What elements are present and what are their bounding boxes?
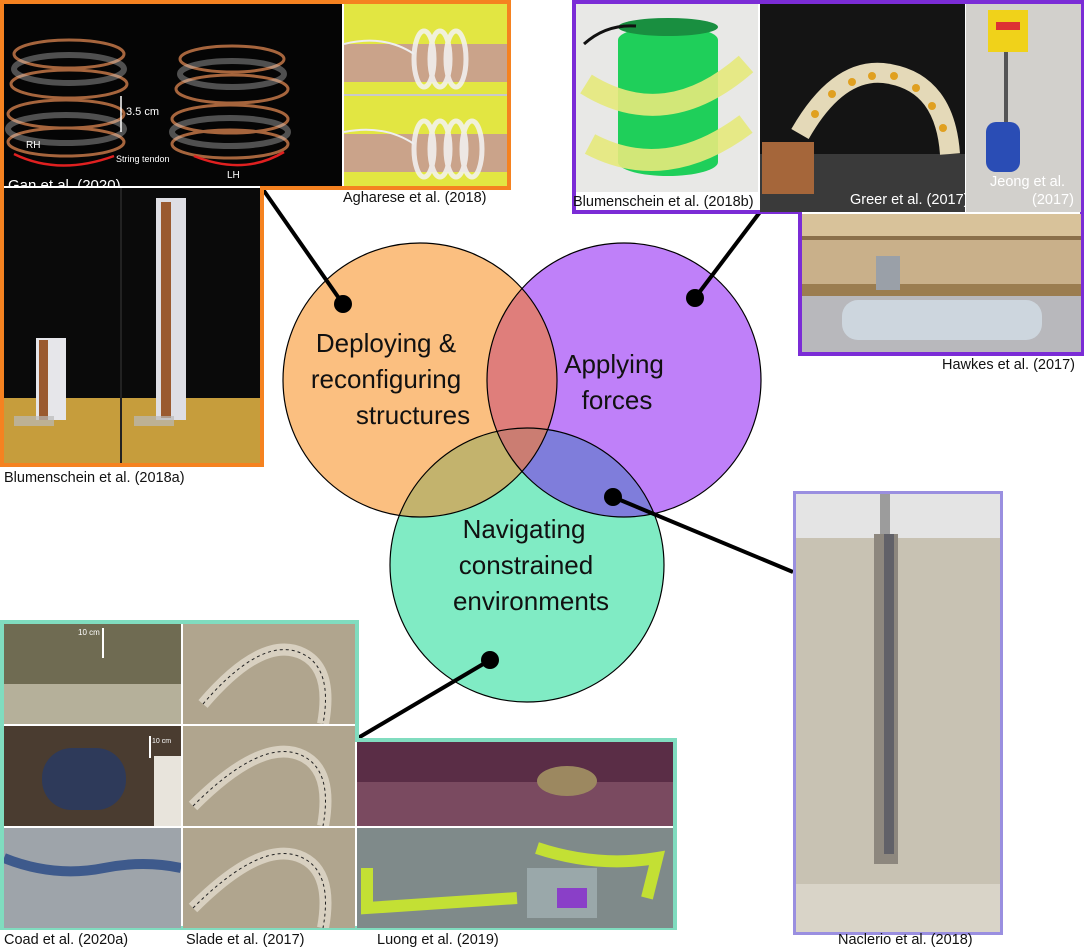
gan-scale-label: 3.5 cm — [126, 106, 160, 118]
gan-tendon-label: String tendon — [116, 154, 170, 164]
navigating-frame — [0, 620, 677, 930]
applying-frame — [572, 0, 1084, 356]
photo-coad-robot: 10 cm — [4, 726, 181, 826]
overlap-applying-navigating — [487, 428, 664, 517]
venn-label-deploying-1: Deploying & — [316, 328, 456, 358]
caption-slade: Slade et al. (2017) — [186, 932, 305, 948]
connector-dot-applying — [686, 289, 704, 307]
caption-hawkes: Hawkes et al. (2017) — [942, 357, 1075, 373]
deploying-frame — [0, 0, 511, 467]
photo-luong-robot — [357, 828, 673, 928]
photo-blumenschein-b — [576, 4, 758, 192]
photo-coad-cave: 10 cm — [4, 624, 181, 724]
photo-naclerio — [793, 491, 1003, 935]
venn-label-applying-2: forces — [582, 385, 653, 415]
connector-dot-deploying — [334, 295, 352, 313]
caption-blumenschein-b: Blumenschein et al. (2018b) — [573, 194, 754, 210]
caption-coad: Coad et al. (2020a) — [4, 932, 129, 948]
photo-agharese — [344, 4, 507, 186]
connector-deploying — [260, 186, 345, 306]
connector-dot-naclerio — [604, 488, 622, 506]
gan-lh-label: LH — [227, 170, 240, 181]
venn-label-applying-1: Applying — [564, 349, 664, 379]
connector-dot-navigating — [481, 651, 499, 669]
connector-applying — [693, 210, 762, 300]
photo-hawkes — [802, 214, 1081, 352]
caption-gan: Gan et al. (2020) — [8, 177, 121, 186]
photo-coad-tarp — [4, 828, 181, 928]
photo-gan: RH LH 3.5 cm String tendon Gan et al. (2… — [4, 4, 342, 186]
caption-naclerio: Naclerio et al. (2018) — [838, 932, 973, 948]
photo-slade-1 — [183, 624, 355, 724]
photo-blumenschein-a — [4, 188, 260, 463]
caption-luong: Luong et al. (2019) — [377, 932, 499, 948]
venn-label-navigating-2: constrained — [459, 550, 593, 580]
caption-jeong-2: (2017) — [1032, 192, 1074, 208]
photo-slade-3 — [183, 828, 355, 928]
connector-navigating — [356, 658, 492, 740]
caption-blumenschein-a: Blumenschein et al. (2018a) — [4, 470, 185, 486]
venn-label-deploying-2: reconfiguring — [311, 364, 461, 394]
caption-jeong-1: Jeong et al. — [990, 174, 1065, 190]
connector-naclerio — [612, 495, 794, 574]
coad-scale-label-2: 10 cm — [152, 738, 172, 745]
gan-rh-label: RH — [26, 140, 41, 151]
caption-agharese: Agharese et al. (2018) — [343, 190, 487, 206]
overlap-deploying-navigating — [390, 428, 557, 517]
venn-label-navigating-3: environments — [453, 586, 609, 616]
photo-luong-reef — [357, 742, 673, 826]
coad-scale-label-1: 10 cm — [78, 628, 100, 637]
venn-label-deploying-3: structures — [356, 400, 470, 430]
venn-label-navigating-1: Navigating — [463, 514, 586, 544]
photo-slade-2 — [183, 726, 355, 826]
photo-jeong: Jeong et al. (2017) — [966, 4, 1081, 212]
caption-greer: Greer et al. (2017) — [850, 192, 965, 208]
photo-greer: Greer et al. (2017) — [760, 4, 965, 212]
